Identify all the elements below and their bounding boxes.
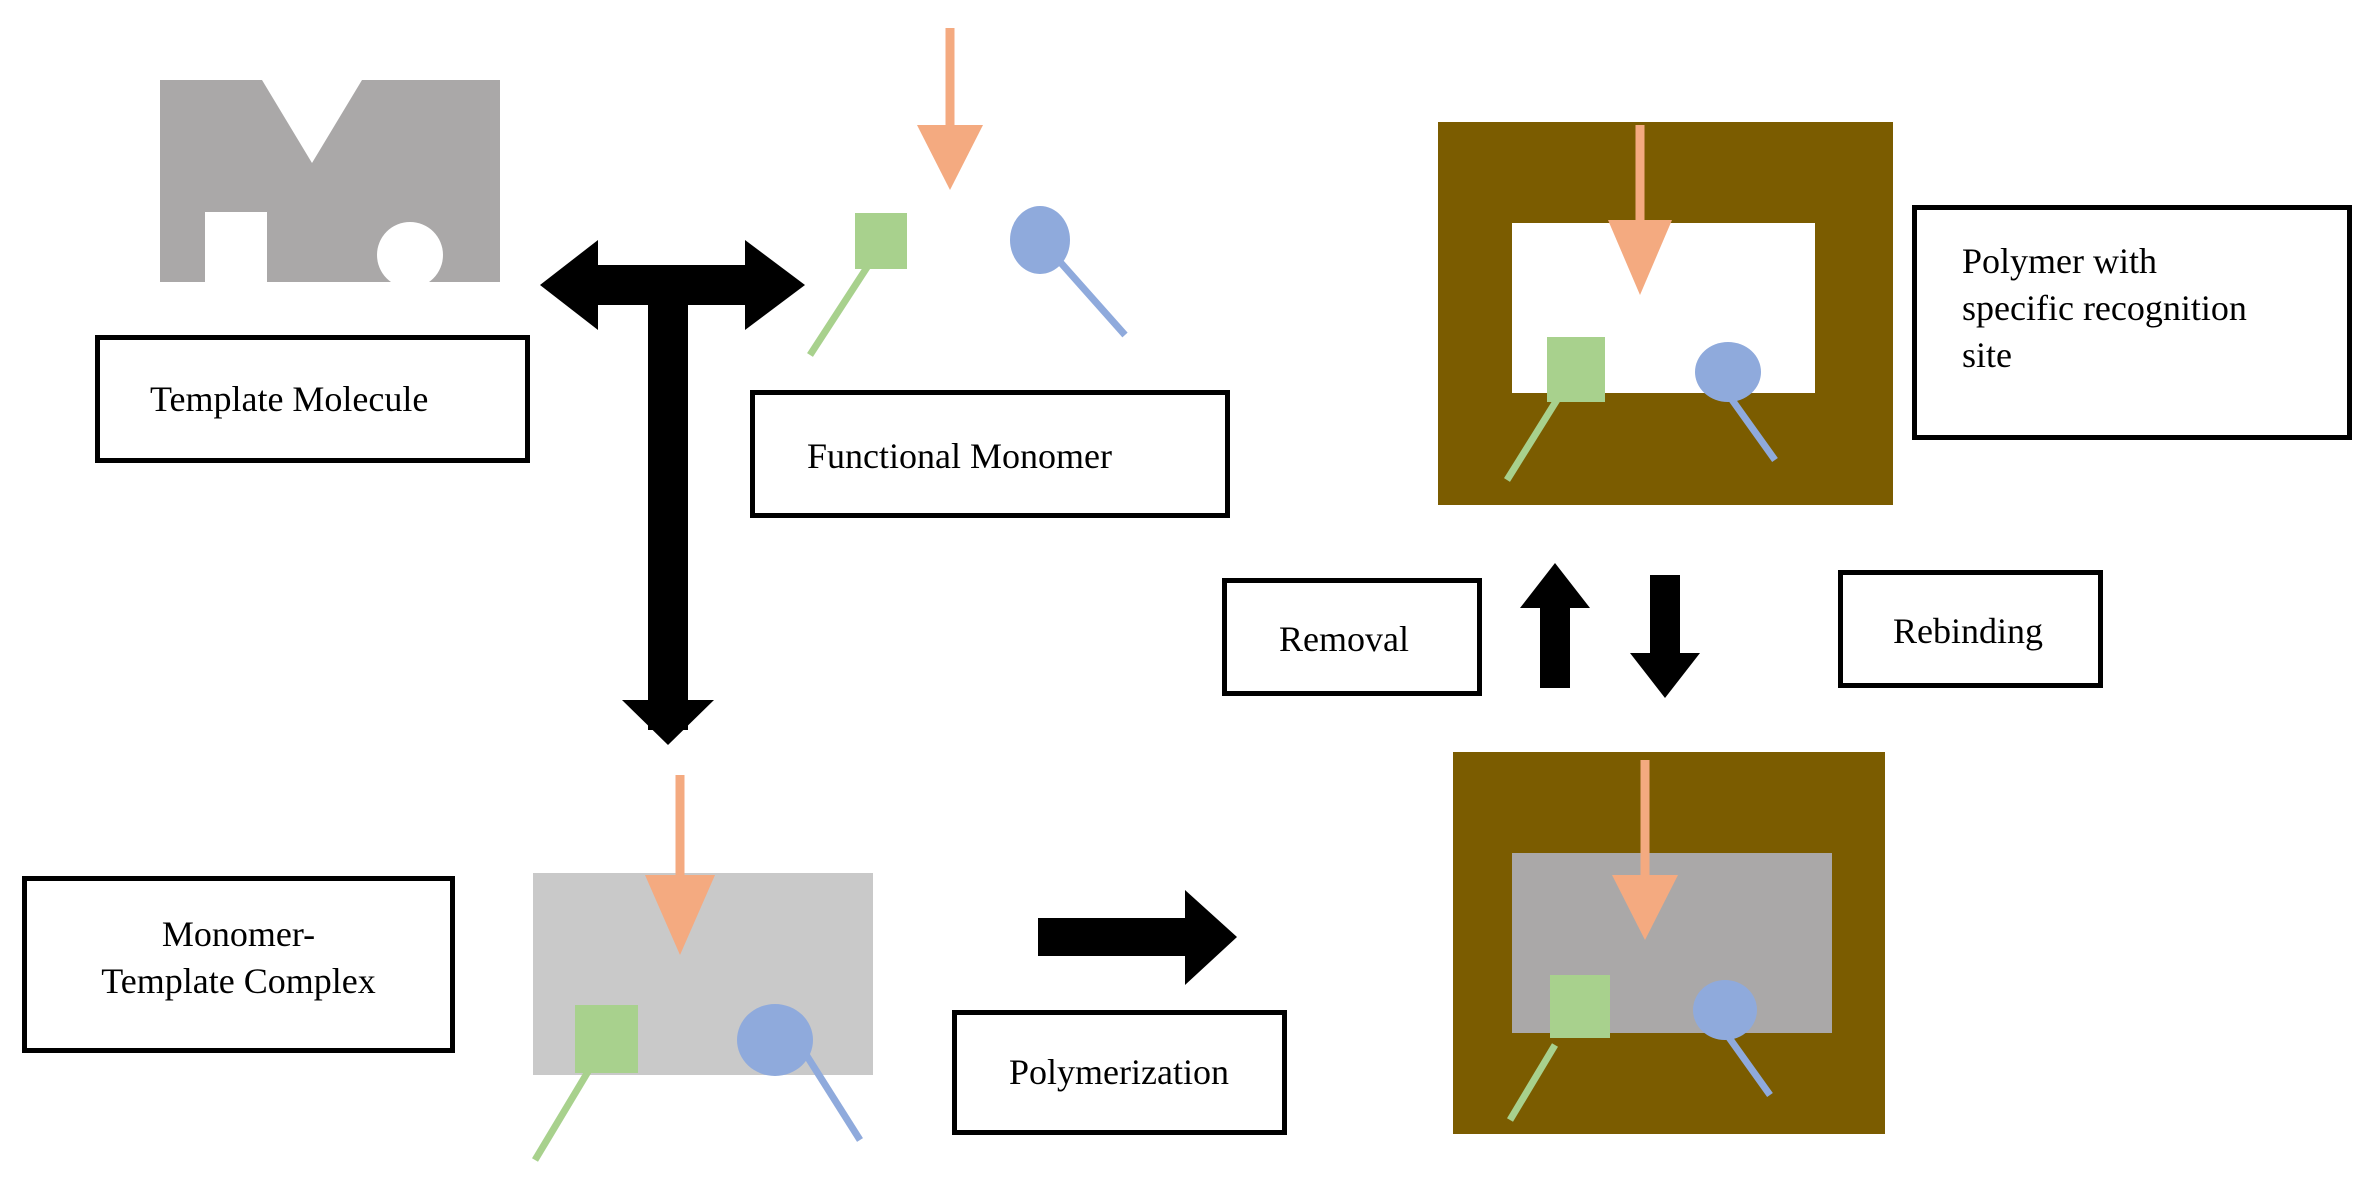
orange-arrow-icon (917, 125, 983, 190)
down-arrowhead-icon (622, 700, 714, 745)
polymer-recognition-label: Polymer with specific recognition site (1962, 241, 2247, 375)
black-t-arrows (540, 240, 805, 745)
removal-label: Removal (1279, 619, 1409, 659)
right-arrowhead-icon (745, 240, 805, 330)
blue-circle-icon (1695, 342, 1761, 402)
up-arrow-icon (1520, 563, 1590, 688)
left-arrowhead-icon (540, 240, 598, 330)
rebinding-box: Rebinding (1838, 570, 2103, 688)
polymerization-label: Polymerization (1009, 1052, 1229, 1092)
removal-box: Removal (1222, 578, 1482, 696)
polymer-recognition-box: Polymer with specific recognition site (1912, 205, 2352, 440)
template-molecule-box: Template Molecule (95, 335, 530, 463)
blue-circle-icon (1010, 206, 1070, 274)
blue-circle-icon (737, 1004, 813, 1076)
orange-arrow-icon (1612, 875, 1678, 940)
down-arrow-icon (1630, 575, 1700, 698)
polymer-with-template-shape (1453, 752, 1885, 1134)
template-round-cavity (377, 222, 443, 288)
monomer-template-complex-label: Monomer- Template Complex (101, 914, 376, 1001)
polymerization-box: Polymerization (952, 1010, 1287, 1135)
green-square-icon (1550, 975, 1610, 1038)
blue-circle-icon (1693, 980, 1757, 1040)
template-square-cavity (205, 212, 267, 284)
rebinding-label: Rebinding (1893, 611, 2043, 651)
functional-monomer-box: Functional Monomer (750, 390, 1230, 518)
functional-monomer-label: Functional Monomer (807, 436, 1112, 476)
removal-rebinding-arrows (1520, 563, 1700, 698)
monomer-template-complex-shape (531, 775, 873, 1162)
template-molecule-label: Template Molecule (150, 379, 429, 419)
green-square-icon (575, 1005, 638, 1073)
green-square-icon (1547, 337, 1605, 402)
template-molecule-shape (160, 80, 500, 288)
polymerization-arrow (1038, 890, 1237, 985)
orange-arrow-icon (1608, 220, 1672, 295)
orange-arrow-icon (645, 875, 715, 955)
polymer-recognition-site-shape (1438, 122, 1893, 505)
monomer-template-complex-box: Monomer- Template Complex (22, 876, 455, 1053)
functional-monomer-shapes (807, 28, 1128, 357)
right-arrowhead-icon (1185, 890, 1237, 985)
green-square-icon (855, 213, 907, 269)
